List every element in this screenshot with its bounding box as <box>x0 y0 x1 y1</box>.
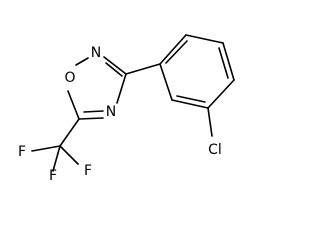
bond-n4-c5-double <box>83 110 104 113</box>
bond-benzene-5 <box>171 99 209 109</box>
atom-label-nitrogen-top: N <box>91 45 101 61</box>
bond-n-c3-double <box>105 62 123 77</box>
bond-c-f-bottom <box>52 145 61 172</box>
atom-label-fluorine-right: F <box>84 163 92 179</box>
bond-benzene-double-2 <box>218 47 229 79</box>
atom-label-fluorine-left: F <box>18 144 26 160</box>
bond-c3-phenyl <box>125 63 161 75</box>
atom-label-nitrogen-bottom: N <box>106 104 116 120</box>
atom-label-fluorine-bottom: F <box>49 168 57 184</box>
bond-benzene-double-1 <box>165 40 188 64</box>
bond-c5-o <box>67 90 80 120</box>
bond-benzene-3 <box>222 42 235 81</box>
bond-benzene-double-3 <box>176 95 206 103</box>
atom-label-chlorine: Cl <box>208 142 222 158</box>
bond-n-c3 <box>103 56 127 75</box>
bond-n4-c5 <box>78 117 104 120</box>
bond-o-n-ring <box>75 57 89 66</box>
atom-label-oxygen: O <box>64 70 75 86</box>
bond-c5-cf3 <box>59 118 80 147</box>
bond-benzene-1 <box>159 34 187 65</box>
molecule-structure-diagram: O N N Cl F F F <box>18 34 235 184</box>
bond-benzene-2 <box>185 34 224 44</box>
bond-c-f-left <box>31 145 61 152</box>
bond-c3-n4 <box>116 73 127 104</box>
bond-c-f-right <box>59 145 79 165</box>
bond-benzene-4 <box>207 79 235 109</box>
bond-c-cl <box>207 107 213 137</box>
bond-benzene-6 <box>159 63 173 101</box>
